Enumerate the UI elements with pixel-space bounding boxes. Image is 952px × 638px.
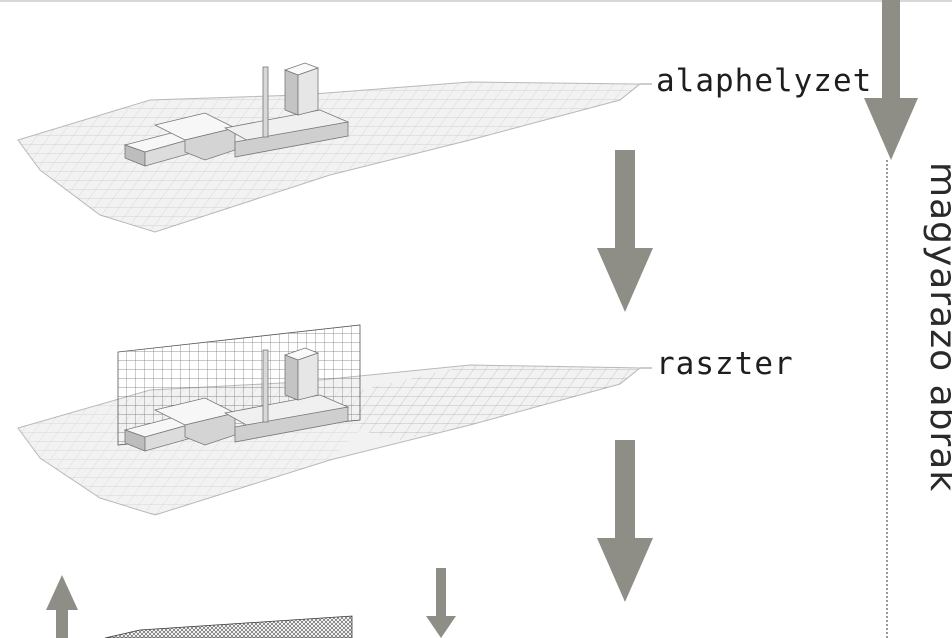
terrain-model-grid	[17, 324, 642, 516]
terrain-model-partial	[104, 615, 353, 638]
chimney	[262, 66, 269, 138]
chimney-2	[262, 349, 269, 423]
label-raszter: raszter	[656, 346, 794, 382]
side-label: magyarázó ábrák	[922, 162, 952, 493]
arrow-down-2	[597, 440, 653, 602]
label-alaphelyzet: alaphelyzet	[656, 63, 873, 99]
building-block	[123, 62, 350, 167]
top-rule	[0, 0, 952, 2]
arrow-down-small	[426, 568, 456, 638]
arrow-up-small	[46, 575, 78, 638]
building-block-2	[123, 347, 350, 452]
arrow-down-1	[597, 150, 653, 312]
arrow-down-large	[864, 0, 918, 160]
dotted-guide-line	[886, 160, 888, 638]
terrain-model-base	[17, 62, 642, 233]
